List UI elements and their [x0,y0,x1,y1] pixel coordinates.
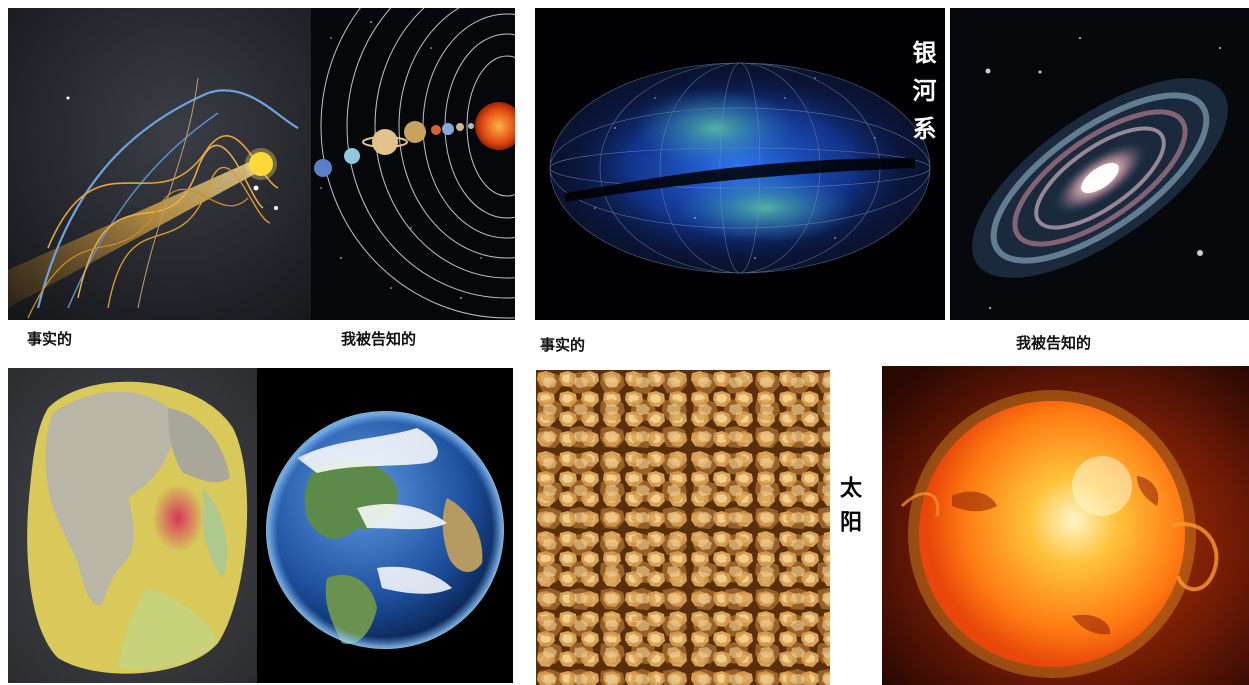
planets-orbit-diagram [311,8,515,320]
galaxy-label: 银河系 [908,40,936,154]
fiery-sun-photo [882,366,1249,685]
geoid-earth-model [8,368,257,683]
caption-told: 我被告知的 [341,330,417,348]
blue-earth-photo [257,368,513,683]
caption-told: 我被告知的 [1016,334,1092,352]
milky-way-survey-map [535,8,945,320]
spiral-galaxy-photo [950,8,1249,320]
caption-fact: 事实的 [27,330,73,348]
solar-helix-photo [8,8,311,320]
solar-granulation-photo [536,370,830,685]
sun-label: 太阳 [836,476,861,544]
caption-fact: 事实的 [540,336,586,354]
